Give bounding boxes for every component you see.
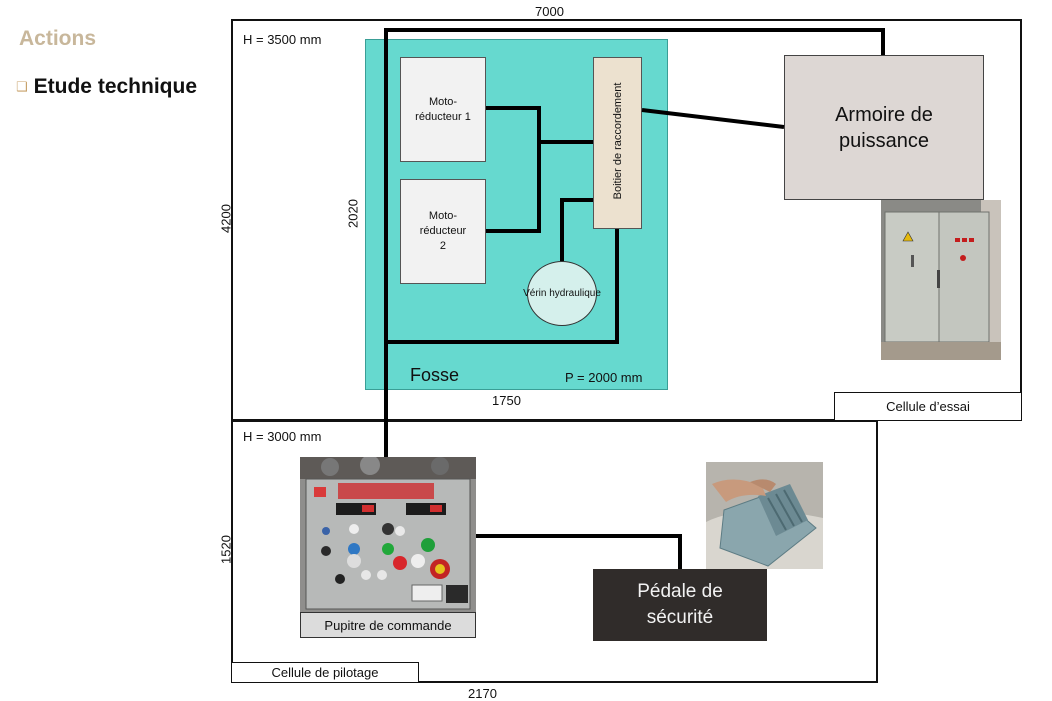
safety-pedal-label: Pédale de sécurité [637, 581, 723, 628]
control-cell-name-tag: Cellule de pilotage [231, 662, 419, 683]
checkbox-bullet-icon: ❑ [16, 79, 28, 94]
wire-junction-to-cabinet [641, 108, 785, 129]
safety-pedal-box: Pédale de sécurité [593, 569, 767, 641]
bullet-text: Etude technique [33, 75, 198, 98]
wire-motor1 [486, 106, 541, 142]
motor-reducer-2: Moto- réducteur 2 [400, 179, 486, 284]
wire-cylinder [560, 198, 593, 261]
bullet-item: ❑ Etude technique [16, 75, 197, 99]
hydraulic-cylinder-label: Vérin hydraulique [523, 288, 601, 299]
control-console-label: Pupitre de commande [324, 617, 452, 633]
pit-name: Fosse [410, 365, 460, 385]
power-cabinet: Armoire de puissance [784, 55, 984, 200]
control-console-tag: Pupitre de commande [300, 612, 476, 638]
test-cell-height: H = 3500 mm [243, 32, 322, 47]
power-cabinet-label: Armoire de puissance [835, 103, 933, 152]
control-cell-height: H = 3000 mm [243, 429, 322, 444]
wire-console-to-pedal [476, 534, 682, 569]
junction-box [593, 57, 642, 229]
motor-reducer-1-label: Moto- réducteur 1 [415, 95, 471, 123]
motor-reducer-1: Moto- réducteur 1 [400, 57, 486, 162]
pit-depth: P = 2000 mm [565, 370, 643, 385]
section-heading: Actions [19, 27, 97, 50]
control-cell-name: Cellule de pilotage [271, 665, 379, 680]
wire-motor2 [486, 142, 541, 233]
wire-main-trunk [384, 28, 885, 457]
hydraulic-cylinder: Vérin hydraulique [523, 261, 601, 326]
pit-width-dim: 1750 [492, 393, 521, 408]
safety-pedal-photo [706, 462, 823, 569]
control-cell-room [231, 420, 878, 683]
test-cell-width-dim: 7000 [535, 4, 564, 19]
motor-reducer-2-label: Moto- réducteur 2 [419, 210, 467, 252]
test-cell-name: Cellule d’essai [886, 399, 970, 414]
wire-pit-perimeter [386, 229, 619, 344]
control-cell-width-dim: 2170 [468, 686, 497, 701]
control-console-photo [300, 457, 476, 612]
test-cell-name-tag: Cellule d’essai [834, 392, 1022, 421]
electrical-cabinet-photo [881, 200, 1001, 360]
